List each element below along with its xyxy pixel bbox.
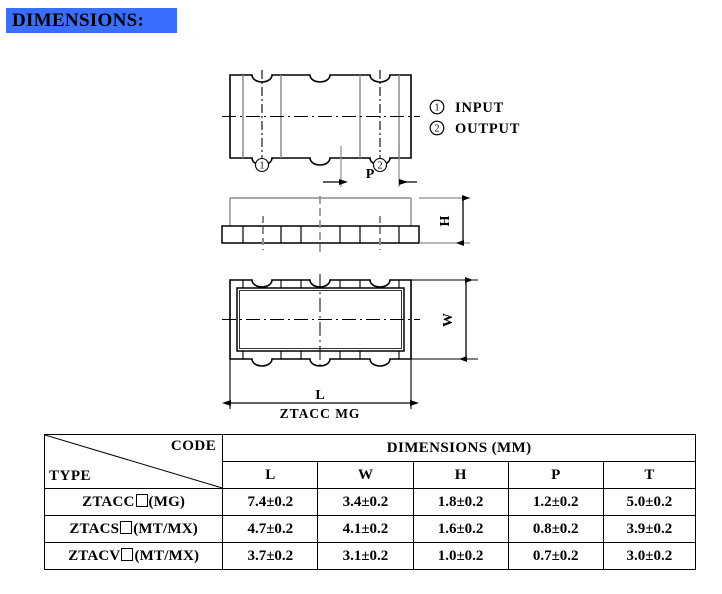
drawing-caption: ZTACC MG — [280, 406, 361, 421]
type-suffix: (MT/MX) — [133, 520, 198, 537]
cell-w: 3.1±0.2 — [317, 542, 414, 570]
type-suffix: (MT/MX) — [134, 547, 200, 564]
front-view-drawing: 1 2 P — [222, 70, 420, 187]
cell-t: 3.0±0.2 — [602, 542, 697, 570]
column-header-p: P — [507, 461, 604, 489]
terminal-1-number: 1 — [260, 161, 265, 172]
cell-h: 1.8±0.2 — [412, 488, 509, 516]
column-header-h: H — [412, 461, 509, 489]
p-dimension-label: P — [366, 167, 375, 182]
legend-output-label: OUTPUT — [455, 121, 520, 137]
legend-item-output: 2 OUTPUT — [429, 120, 520, 137]
dimensions-group-header: DIMENSIONS (MM) — [222, 434, 696, 462]
top-view-drawing: W L ZTACC MG — [222, 274, 478, 421]
corner-type-label: TYPE — [49, 468, 92, 484]
placeholder-box-icon — [120, 520, 133, 534]
front-body-outline — [229, 74, 412, 166]
package-drawing-area: 1 2 P 1 INPUT 2 OUTPUT — [0, 30, 722, 430]
terminal-2-number: 2 — [378, 161, 383, 172]
cell-t: 3.9±0.2 — [602, 515, 697, 543]
side-view-drawing: H — [221, 195, 470, 252]
dimensions-table-container: CODE TYPE DIMENSIONS (MM) L W H P T ZTAC… — [43, 434, 697, 570]
legend-item-input: 1 INPUT — [429, 99, 504, 116]
table-header-row-group: CODE TYPE DIMENSIONS (MM) — [43, 434, 696, 489]
column-header-w: W — [317, 461, 414, 489]
p-dimension: P — [323, 146, 417, 187]
cell-t: 5.0±0.2 — [602, 488, 697, 516]
type-suffix: (MG) — [148, 493, 186, 510]
cell-w: 4.1±0.2 — [317, 515, 414, 543]
w-dimension-label: W — [441, 313, 456, 327]
page-title: DIMENSIONS: — [12, 9, 145, 31]
cell-p: 1.2±0.2 — [507, 488, 604, 516]
cell-h: 1.6±0.2 — [412, 515, 509, 543]
column-header-t: T — [602, 461, 697, 489]
type-cell: ZTACC (MG) — [43, 488, 224, 516]
type-prefix: ZTACS — [69, 520, 120, 537]
cell-h: 1.0±0.2 — [412, 542, 509, 570]
package-outline-drawings: 1 2 P 1 INPUT 2 OUTPUT — [221, 70, 520, 421]
dimensions-section-banner: DIMENSIONS: — [6, 8, 177, 33]
legend-input-number: 1 — [435, 103, 440, 114]
table-column-header-row: L W H P T — [45, 461, 697, 489]
table-row: ZTACC (MG) 7.4±0.2 3.4±0.2 1.8±0.2 1.2±0.… — [43, 488, 697, 516]
cell-p: 0.8±0.2 — [507, 515, 604, 543]
table-row: ZTACV (MT/MX) 3.7±0.2 3.1±0.2 1.0±0.2 0.7… — [43, 542, 697, 570]
w-dimension: W — [411, 277, 478, 362]
l-dimension-label: L — [315, 388, 324, 403]
table-row: ZTACS (MT/MX) 4.7±0.2 4.1±0.2 1.6±0.2 0.8… — [43, 515, 697, 543]
dimensions-table: CODE TYPE DIMENSIONS (MM) L W H P T ZTAC… — [43, 434, 697, 570]
terminal-legend: 1 INPUT 2 OUTPUT — [429, 99, 520, 137]
placeholder-box-icon — [121, 547, 134, 561]
cell-w: 3.4±0.2 — [317, 488, 414, 516]
terminal-1-marker: 1 — [254, 157, 270, 173]
type-cell: ZTACV (MT/MX) — [43, 542, 224, 570]
legend-output-number: 2 — [435, 124, 440, 135]
type-cell: ZTACS (MT/MX) — [43, 515, 224, 543]
corner-code-label: CODE — [170, 438, 217, 454]
terminal-2-marker: 2 — [372, 157, 388, 173]
placeholder-box-icon — [135, 493, 148, 507]
cell-p: 0.7±0.2 — [507, 542, 604, 570]
h-dimension-label: H — [438, 215, 453, 226]
cell-l: 7.4±0.2 — [222, 488, 319, 516]
cell-l: 4.7±0.2 — [222, 515, 319, 543]
l-dimension: L — [222, 359, 419, 409]
table-corner-cell: CODE TYPE — [43, 434, 224, 489]
h-dimension: H — [419, 195, 470, 246]
type-prefix: ZTACC — [82, 493, 135, 510]
column-header-l: L — [222, 461, 319, 489]
cell-l: 3.7±0.2 — [222, 542, 319, 570]
legend-input-label: INPUT — [455, 100, 504, 116]
type-prefix: ZTACV — [68, 547, 121, 564]
